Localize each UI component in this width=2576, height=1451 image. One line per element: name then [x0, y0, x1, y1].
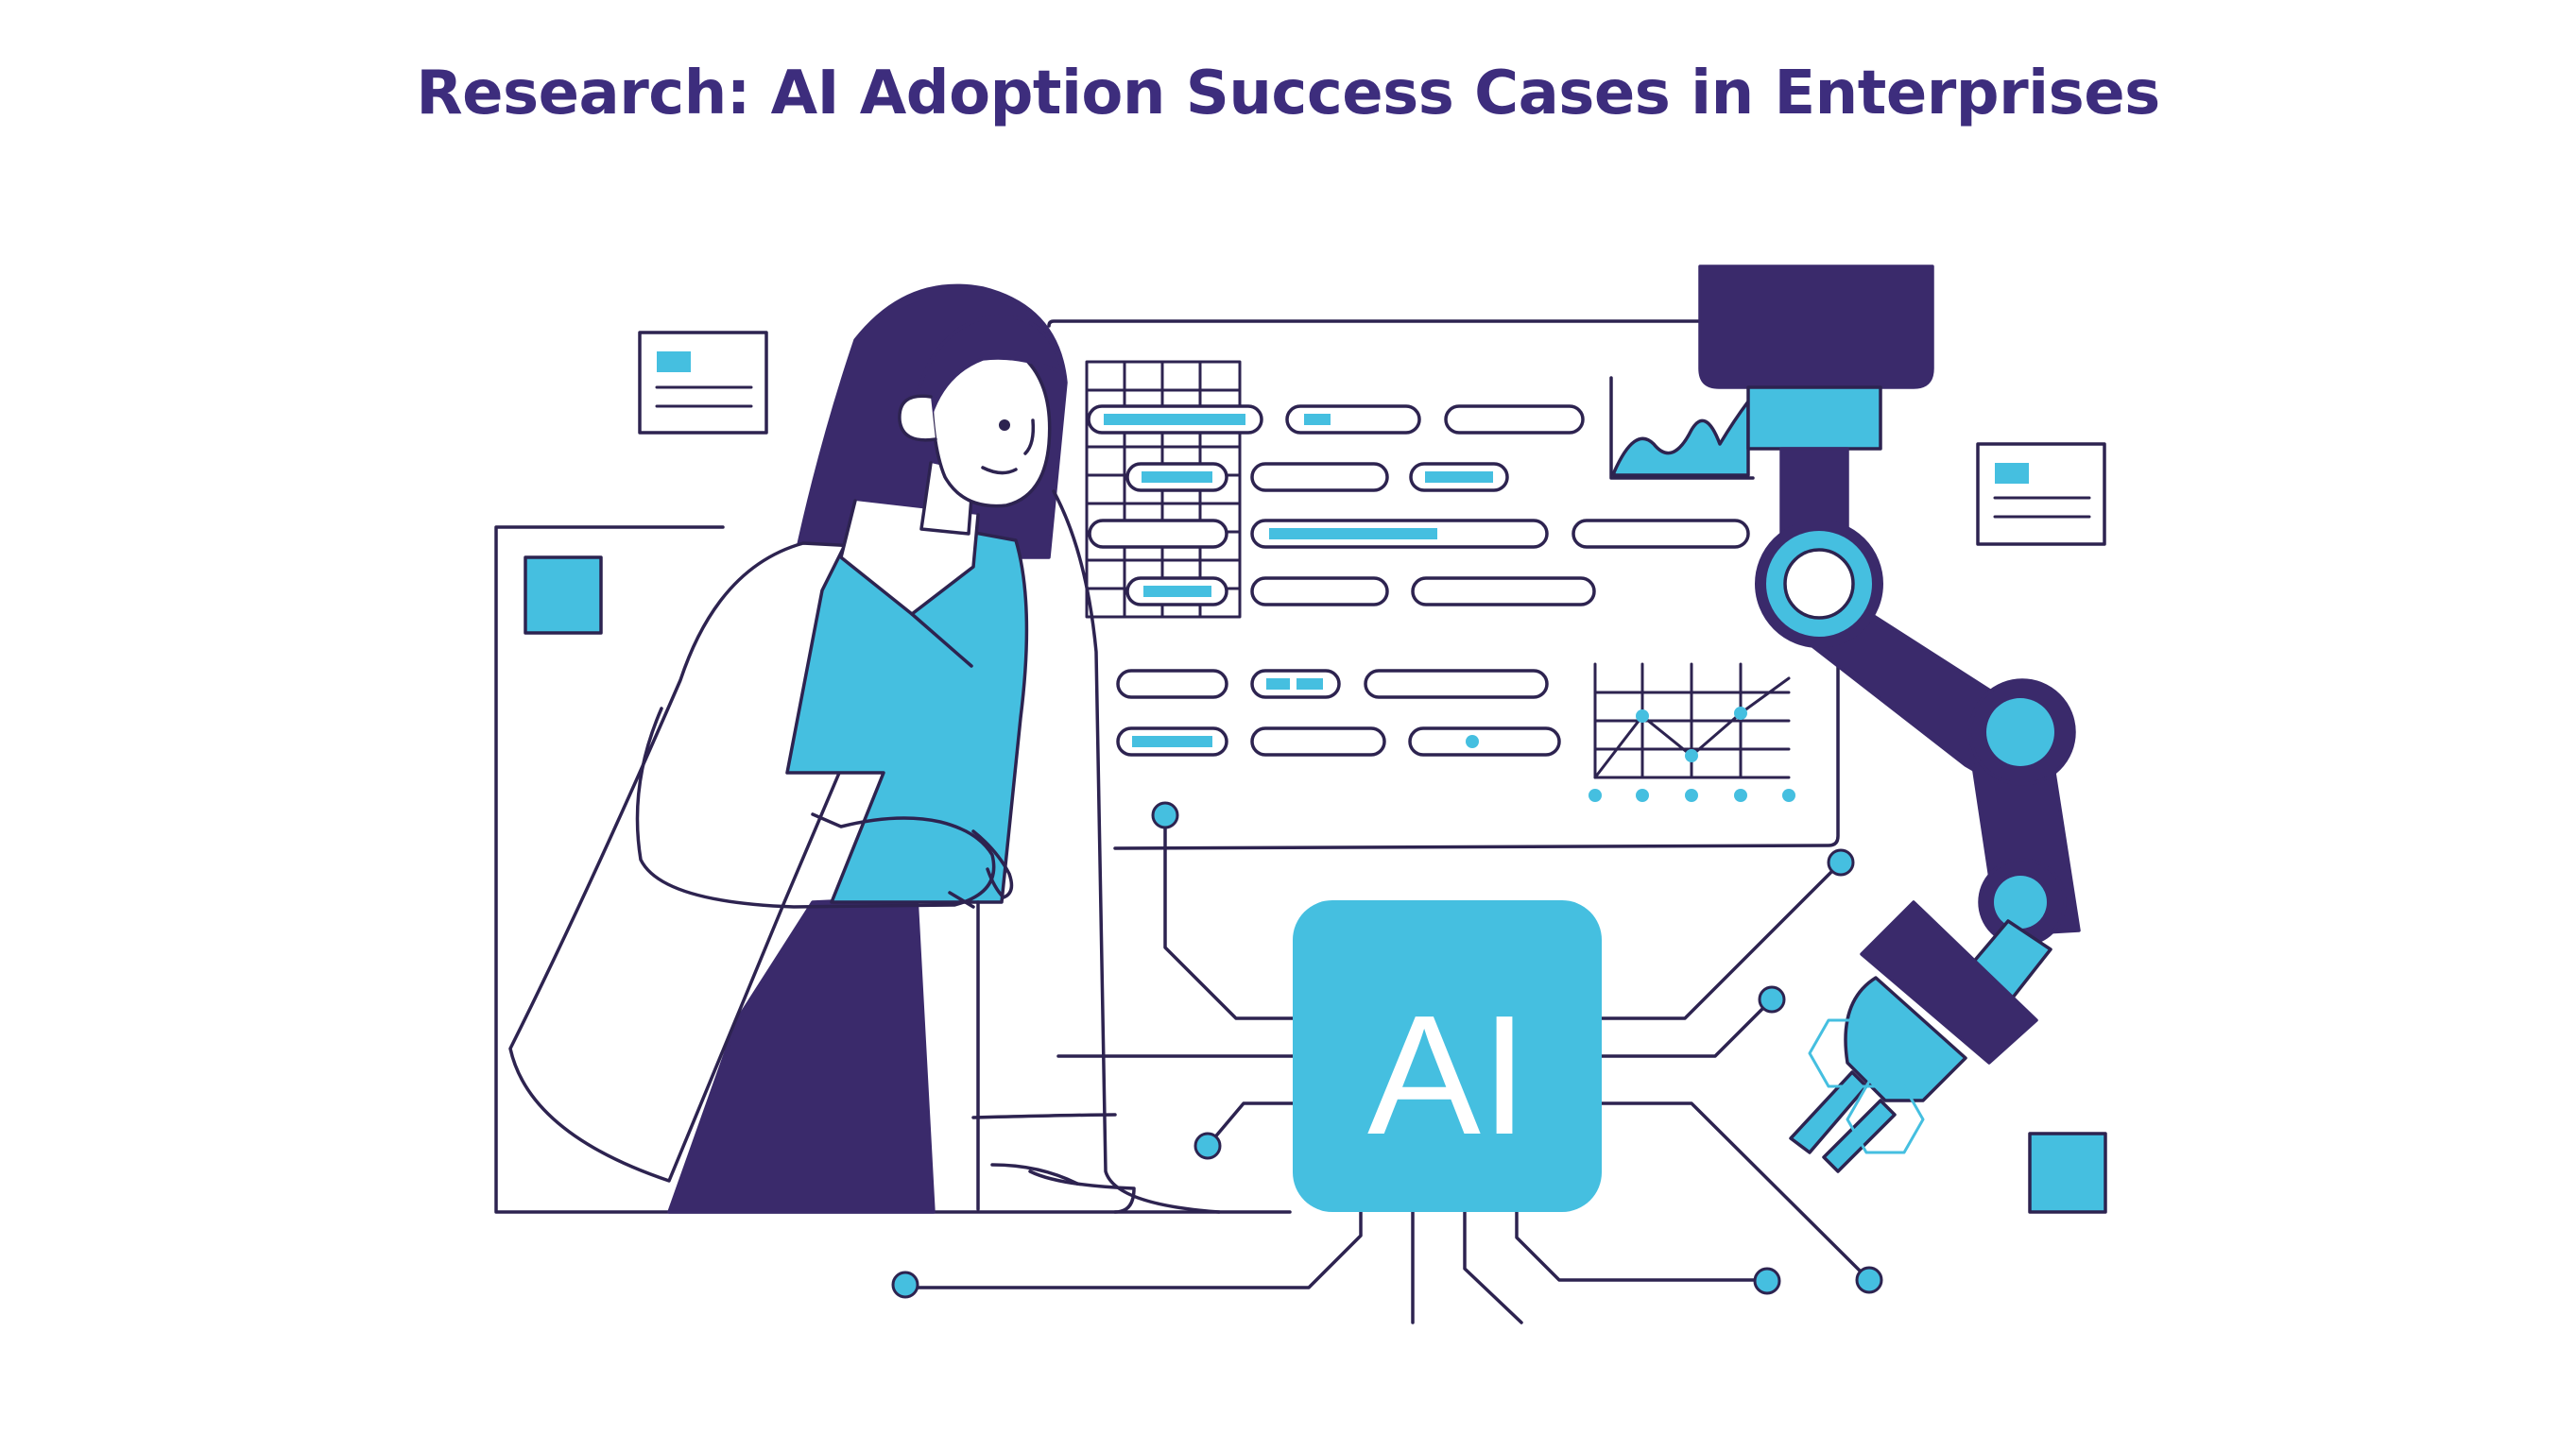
line-chart-icon	[1589, 662, 1795, 802]
dashboard-panel	[1047, 319, 1840, 850]
ai-chip-label: AI	[1367, 981, 1528, 1170]
hexagon-icon	[1808, 1018, 1925, 1154]
square-accent-right	[2028, 1132, 2107, 1214]
document-card-icon	[1976, 442, 2106, 546]
area-chart-icon	[1609, 376, 1755, 480]
data-pill-rows	[1087, 404, 1750, 757]
document-card-icon	[638, 331, 768, 435]
square-accent-left	[524, 555, 603, 635]
page-title: Research: AI Adoption Success Cases in E…	[416, 59, 2160, 128]
circuit-traces	[903, 813, 1871, 1324]
ai-chip-icon	[1293, 900, 1602, 1212]
person-researcher-icon	[508, 283, 1221, 1214]
circuit-node-icon	[891, 801, 1883, 1299]
robot-arm-icon	[1698, 265, 2081, 1173]
